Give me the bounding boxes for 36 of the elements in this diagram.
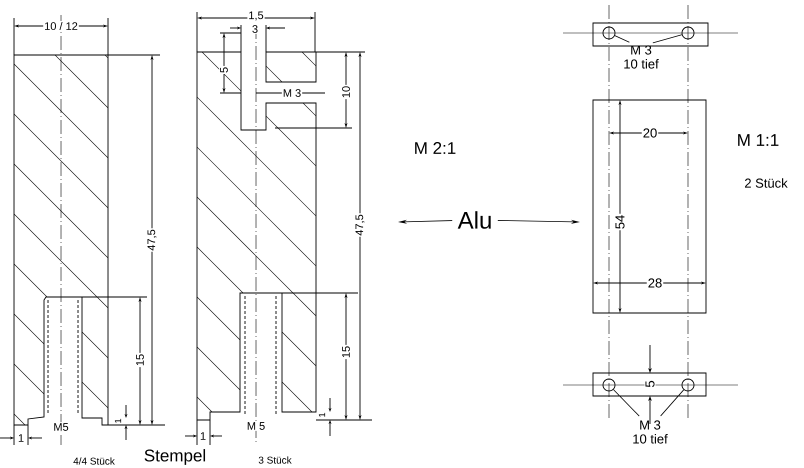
- hole-symbol: [682, 26, 694, 40]
- dimension-label: 47,5: [354, 213, 366, 237]
- dimension-label: 15: [341, 344, 351, 360]
- thread-label: M 3 10 tief: [633, 420, 668, 444]
- scale-label: M 1:1: [736, 133, 780, 147]
- dimension-label: 1,5: [247, 10, 265, 22]
- hole-symbol: [602, 26, 616, 40]
- thread-label: M5: [52, 422, 70, 432]
- dimension-label: 1: [318, 412, 326, 418]
- hole-symbol: [682, 378, 694, 392]
- thread-label: M 3: [282, 88, 302, 98]
- quantity-label: 4/4 Stück: [72, 456, 116, 466]
- dimension-label: 5: [644, 379, 656, 389]
- leader-line: [660, 389, 684, 416]
- leader-line: [614, 35, 630, 43]
- hole-symbol: [602, 378, 616, 392]
- dimension-label: 1: [198, 431, 208, 441]
- dimension-label: 1: [114, 418, 122, 424]
- quantity-label: 3 Stück: [257, 455, 293, 465]
- dimension-label: 54: [614, 214, 626, 230]
- scale-label: M 2:1: [412, 141, 458, 155]
- thread-label: M 5: [246, 421, 266, 431]
- part-label: Stempel: [142, 448, 208, 466]
- dimension-label: 10 / 12: [43, 20, 79, 32]
- leader-line: [652, 34, 682, 44]
- dimension-label: 20: [642, 127, 658, 139]
- material-label: Alu: [458, 211, 491, 229]
- dimension-label: 15: [135, 352, 145, 368]
- dimension-label: 3: [250, 24, 260, 34]
- leader-line: [613, 389, 640, 416]
- dimension-label: 5: [219, 66, 229, 74]
- dimension-label: 10: [341, 84, 351, 100]
- dimension-label: 28: [646, 277, 664, 289]
- dimension-label: 1: [16, 433, 26, 443]
- dimension-label: 47,5: [146, 228, 158, 252]
- quantity-label: 2 Stück: [743, 177, 789, 189]
